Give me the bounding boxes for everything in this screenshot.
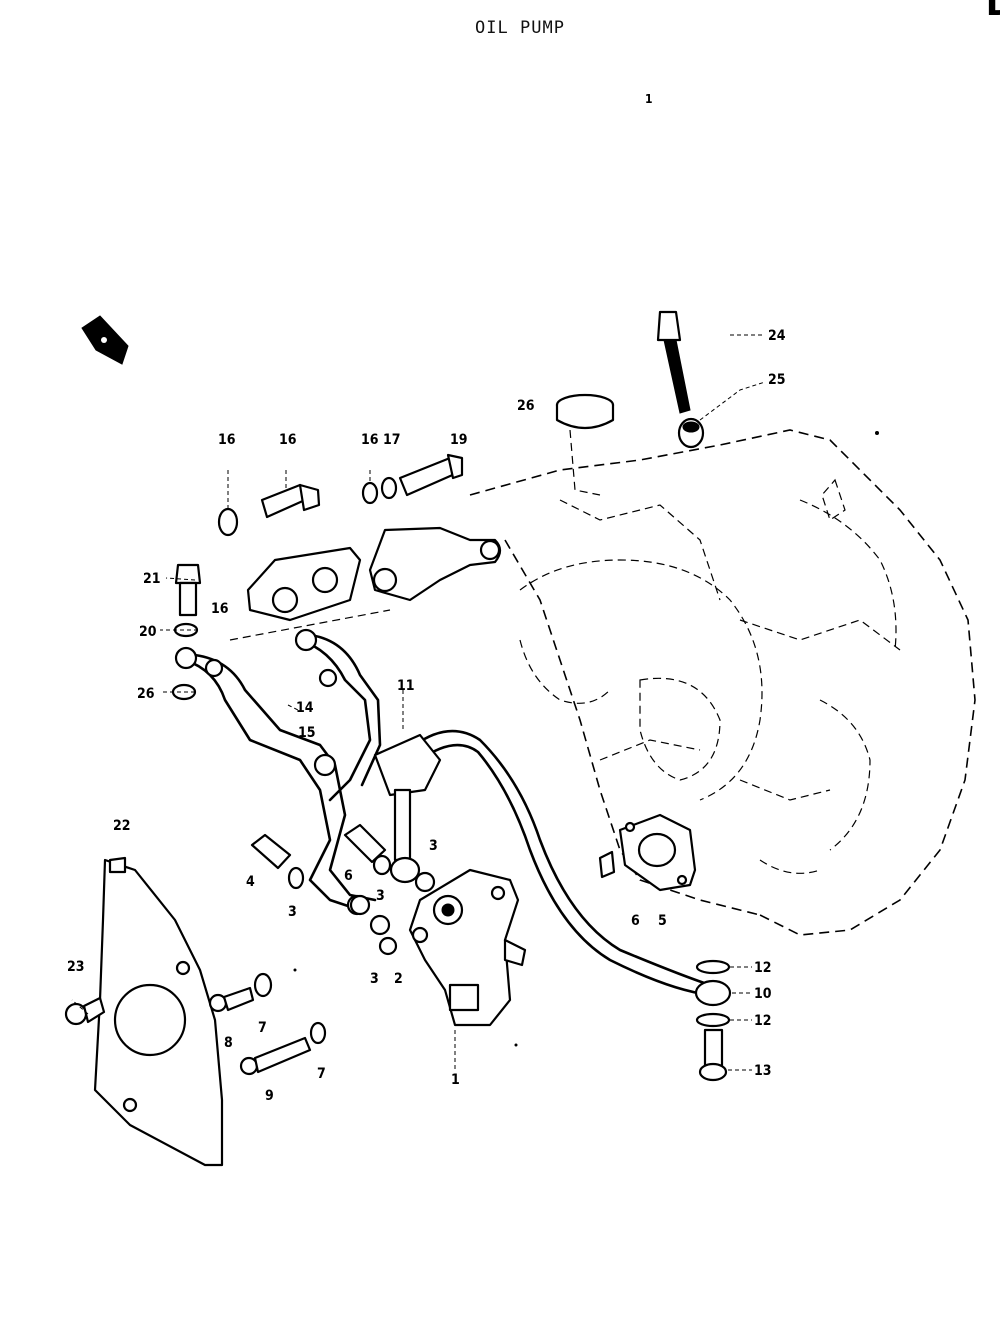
callout-16-c: 16 [361,432,379,448]
oil-line-bracket [229,526,502,641]
banjo-bolts-and-washers [250,823,436,956]
callout-4: 4 [246,874,255,890]
callout-11: 11 [397,678,415,694]
front-direction-arrow-icon [81,315,129,365]
callout-8: 8 [224,1035,233,1051]
callout-25: 25 [768,372,786,388]
callout-3-a: 3 [429,838,438,854]
callout-3-b: 3 [376,888,385,904]
callout-26-cap: 26 [517,398,535,414]
callout-labels: 1 24 25 26 16 16 16 17 19 21 16 20 26 11… [67,92,786,1104]
screws-and-washers [64,972,327,1076]
callout-1: 1 [451,1072,460,1088]
gasket [598,813,697,892]
callout-2: 2 [394,971,403,987]
callout-17: 17 [383,432,401,448]
callout-6-a: 6 [344,868,353,884]
callout-15: 15 [298,725,316,741]
callout-26-washer: 26 [137,686,155,702]
callout-24: 24 [768,328,786,344]
callout-16-b: 16 [279,432,297,448]
callout-9: 9 [265,1088,274,1104]
pump-cover [93,856,224,1167]
callout-16-a: 16 [218,432,236,448]
pipe-mount-bolts [171,453,464,701]
callout-12-b: 12 [754,1013,772,1029]
callout-3-d: 3 [370,971,379,987]
callout-20: 20 [139,624,157,640]
page-code: D [985,0,1000,24]
callout-19: 19 [450,432,468,448]
callout-3-c: 3 [288,904,297,920]
callout-21: 21 [143,571,161,587]
callout-7-a: 7 [258,1020,267,1036]
oil-hose [373,729,712,997]
callout-leader-lines [71,334,766,1071]
callout-10: 10 [754,986,772,1002]
oil-pump-body [408,868,527,1027]
callout-14: 14 [296,700,314,716]
oil-filler-cap [555,393,615,496]
callout-23: 23 [67,959,85,975]
callout-5: 5 [658,913,667,929]
callout-22: 22 [113,818,131,834]
callout-16-d: 16 [211,601,229,617]
callout-12-a: 12 [754,960,772,976]
oil-level-plug [656,310,705,449]
diagram-title: OIL PUMP [475,18,565,38]
callout-1-top: 1 [645,92,653,106]
callout-13: 13 [754,1063,772,1079]
engine-crankcase-outline [469,429,976,936]
print-specks [293,431,879,1047]
callout-6-b: 6 [631,913,640,929]
callout-7-b: 7 [317,1066,326,1082]
hose-fittings [694,959,732,1082]
